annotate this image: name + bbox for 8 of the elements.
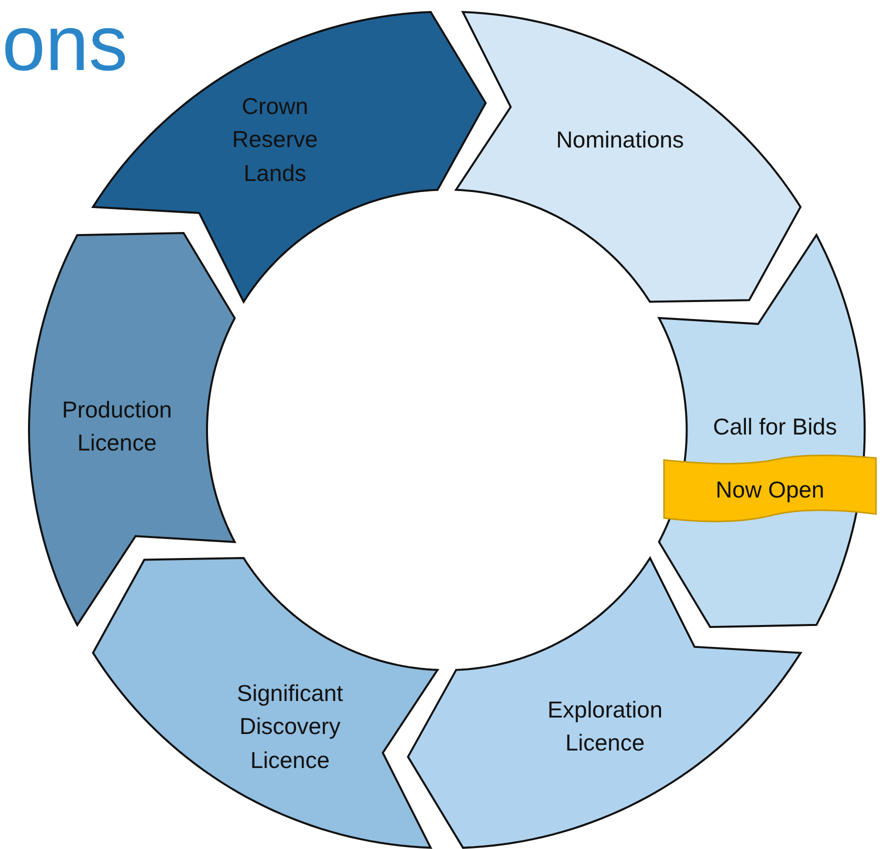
segment-label: Nominations — [555, 125, 685, 154]
segment-label: Crown Reserve Lands — [231, 92, 319, 188]
segment-label: Exploration Licence — [546, 696, 664, 758]
title: ons — [2, 4, 128, 82]
banner-label: Now Open — [716, 475, 824, 504]
segment-label: Significant Discovery Licence — [236, 678, 344, 775]
segment-label: Call for Bids — [712, 412, 838, 442]
segment-label: Production Licence — [61, 396, 173, 458]
